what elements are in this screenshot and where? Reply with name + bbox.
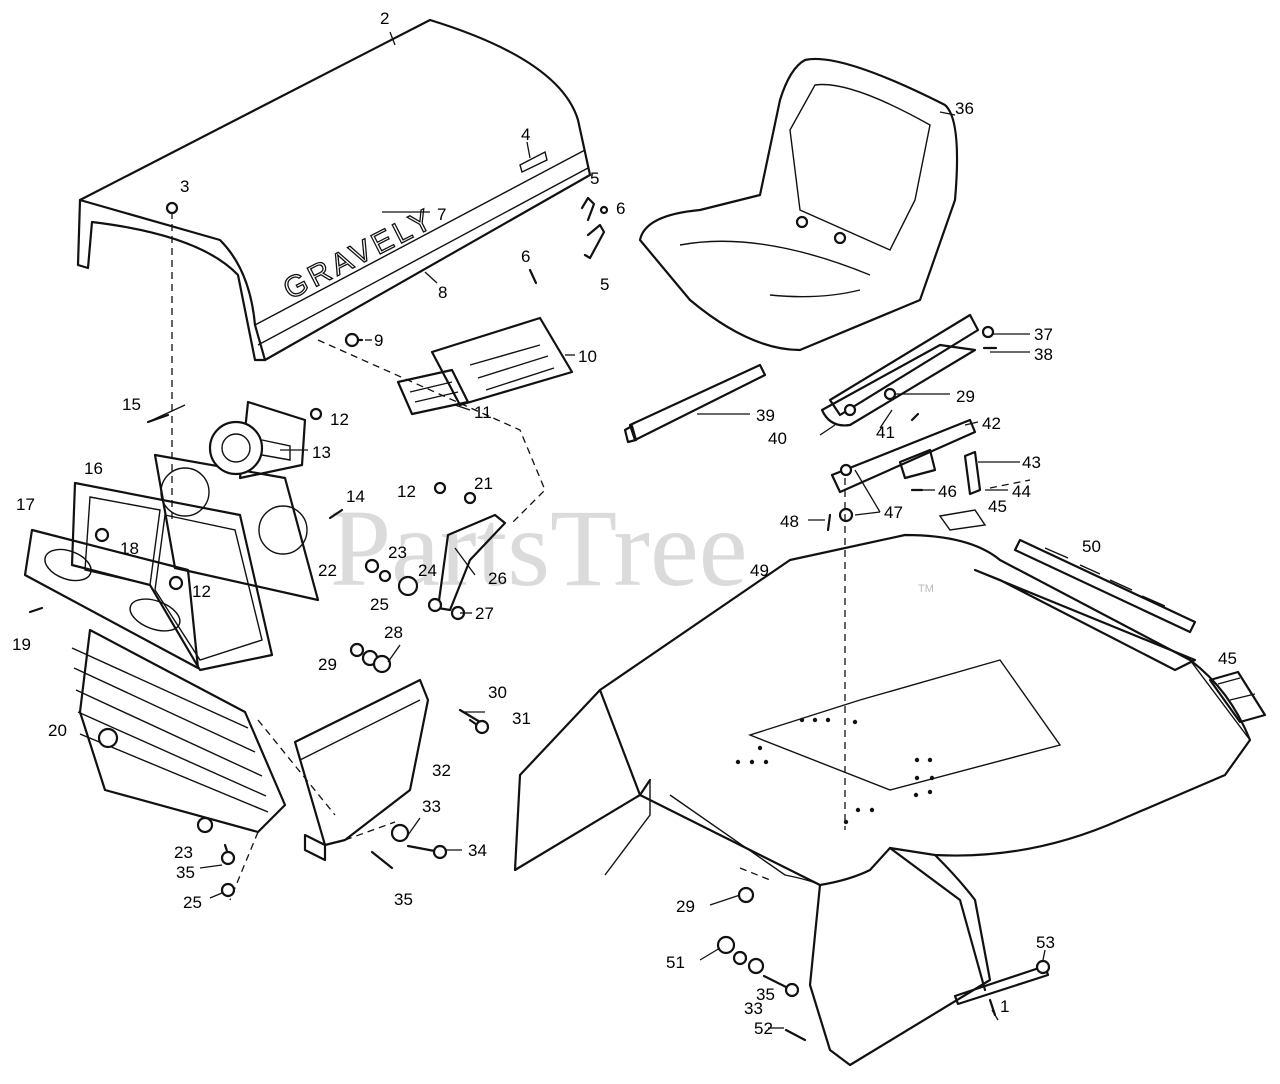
callout-23a: 23 (388, 543, 407, 562)
callout-27: 27 (475, 604, 494, 623)
callout-1: 1 (1000, 997, 1009, 1016)
callout-35c: 35 (756, 985, 775, 1004)
callout-2: 2 (380, 9, 389, 28)
callout-51: 51 (666, 953, 685, 972)
callout-38: 38 (1034, 345, 1053, 364)
callout-21: 21 (474, 474, 493, 493)
callout-3: 3 (180, 177, 189, 196)
assembly-lines-right (739, 478, 1031, 881)
leader-lines (147, 31, 1046, 1029)
callout-28: 28 (384, 623, 403, 642)
callout-29a: 29 (318, 655, 337, 674)
callout-42: 42 (982, 414, 1001, 433)
callout-37: 37 (1034, 325, 1053, 344)
callout-11: 11 (474, 403, 492, 422)
callout-49: 49 (750, 561, 769, 580)
callout-19: 19 (12, 635, 31, 654)
callout-29b: 29 (956, 387, 975, 406)
callout-22: 22 (318, 561, 337, 580)
callout-24: 24 (418, 561, 437, 580)
callout-15: 15 (122, 395, 141, 414)
callout-8: 8 (438, 283, 447, 302)
callout-26: 26 (488, 569, 507, 588)
mount-bracket (427, 513, 507, 621)
callout-6a: 6 (616, 199, 625, 218)
watermark-tm: TM (918, 583, 934, 595)
callout-35b: 35 (394, 890, 413, 909)
grille-bracket (293, 678, 430, 862)
callouts: 2 3 4 5 6 6 5 7 8 9 10 11 12 13 15 16 14… (12, 9, 1237, 1038)
callout-46: 46 (938, 482, 957, 501)
callout-14: 14 (346, 487, 365, 506)
callout-48: 48 (780, 512, 799, 531)
callout-25b: 25 (183, 893, 202, 912)
seat-rail (623, 363, 767, 444)
hood-hardware (165, 196, 609, 348)
callout-47: 47 (884, 503, 903, 522)
callout-30: 30 (488, 683, 507, 702)
hardware-right (716, 325, 1051, 1042)
fender-decals (1013, 538, 1267, 724)
callout-25a: 25 (370, 595, 389, 614)
front-grille (71, 628, 287, 834)
callout-33a: 33 (422, 797, 441, 816)
callout-45a: 45 (988, 497, 1007, 516)
callout-33b: 33 (744, 999, 763, 1018)
callout-23b: 23 (174, 843, 193, 862)
fender (513, 533, 1252, 1067)
callout-5b: 5 (600, 275, 609, 294)
callout-16: 16 (84, 459, 103, 478)
hardware-left (28, 407, 490, 898)
callout-29c: 29 (676, 897, 695, 916)
callout-44: 44 (1012, 482, 1031, 501)
seat-bracket (820, 313, 982, 496)
callout-31: 31 (512, 709, 531, 728)
fender-holes (735, 717, 935, 825)
callout-18: 18 (120, 539, 139, 558)
callout-39: 39 (756, 406, 775, 425)
callout-12a: 12 (330, 410, 349, 429)
callout-10: 10 (578, 347, 597, 366)
callout-17: 17 (16, 495, 35, 514)
callout-4: 4 (521, 125, 530, 144)
callout-9: 9 (374, 331, 383, 350)
assembly-lines-left (171, 212, 546, 901)
seat (638, 57, 959, 352)
callout-52: 52 (754, 1019, 773, 1038)
callout-41: 41 (876, 423, 895, 442)
callout-50: 50 (1082, 537, 1101, 556)
callout-13: 13 (312, 443, 331, 462)
decals (396, 316, 574, 416)
callout-53: 53 (1036, 933, 1055, 952)
callout-7: 7 (437, 205, 446, 224)
headlight-assembly (23, 400, 320, 672)
callout-12c: 12 (192, 582, 211, 601)
callout-40: 40 (768, 429, 787, 448)
callout-12b: 12 (397, 482, 416, 501)
callout-35a: 35 (176, 863, 195, 882)
callout-43: 43 (1022, 453, 1041, 472)
callout-6b: 6 (521, 247, 530, 266)
hood: GRAVELY (76, 18, 592, 362)
callout-34: 34 (468, 841, 487, 860)
callout-5a: 5 (590, 169, 599, 188)
callout-36: 36 (955, 99, 974, 118)
callout-32: 32 (432, 761, 451, 780)
callout-20: 20 (48, 721, 67, 740)
callout-45b: 45 (1218, 649, 1237, 668)
